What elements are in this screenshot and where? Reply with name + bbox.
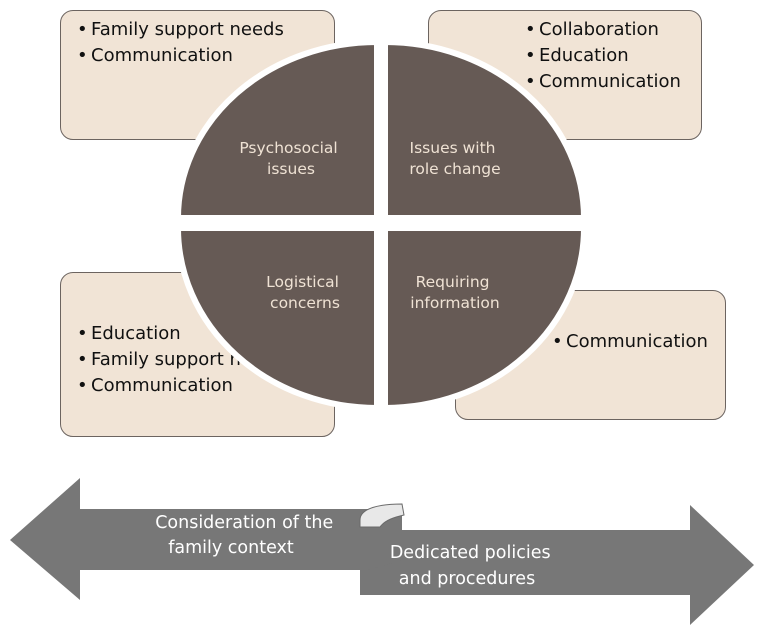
quadrant-top-left xyxy=(174,38,380,221)
list-item: Collaboration xyxy=(519,19,691,41)
quadrant-label-bottom-right: Requiring information xyxy=(410,273,499,312)
list-item: Education xyxy=(71,323,324,345)
left-arrow-label: Consideration of the family context xyxy=(155,513,339,558)
quadrant-label-line: role change xyxy=(409,160,500,178)
quadrant-label-line: Logistical xyxy=(266,273,339,291)
quadrant-top-right xyxy=(382,38,588,221)
list-item: Communication xyxy=(519,71,691,93)
quadrant-label-top-left: Psychosocial issues xyxy=(239,139,342,178)
arrow-label-line: family context xyxy=(168,538,294,558)
list-item: Communication xyxy=(71,45,324,67)
arrow-label-line: and procedures xyxy=(399,569,535,589)
arrow-label-line: Dedicated policies xyxy=(390,543,551,563)
quadrant-label-line: Psychosocial xyxy=(239,139,337,157)
quadrant-label-line: Requiring xyxy=(416,273,490,291)
right-arrow xyxy=(360,505,754,625)
ribbon-curl xyxy=(359,503,405,528)
quadrant-label-line: issues xyxy=(267,160,315,178)
right-arrow-label: Dedicated policies and procedures xyxy=(390,543,556,589)
quadrant-bottom-left xyxy=(174,225,380,412)
quadrant-label-bottom-left: Logistical concerns xyxy=(266,273,344,312)
list-item: Communication xyxy=(546,331,717,353)
arrow-label-line: Consideration of the xyxy=(155,513,333,533)
list-item: Education xyxy=(519,45,691,67)
quadrant-label-line: Issues with xyxy=(410,139,496,157)
quadrant-label-line: information xyxy=(410,294,499,312)
quadrant-label-top-right: Issues with role change xyxy=(409,139,500,178)
quadrant-bottom-right xyxy=(382,225,588,412)
list-item: Communication xyxy=(71,375,324,397)
quadrant-label-line: concerns xyxy=(270,294,340,312)
list-item: Family support needs xyxy=(71,19,324,41)
left-arrow xyxy=(10,478,402,600)
